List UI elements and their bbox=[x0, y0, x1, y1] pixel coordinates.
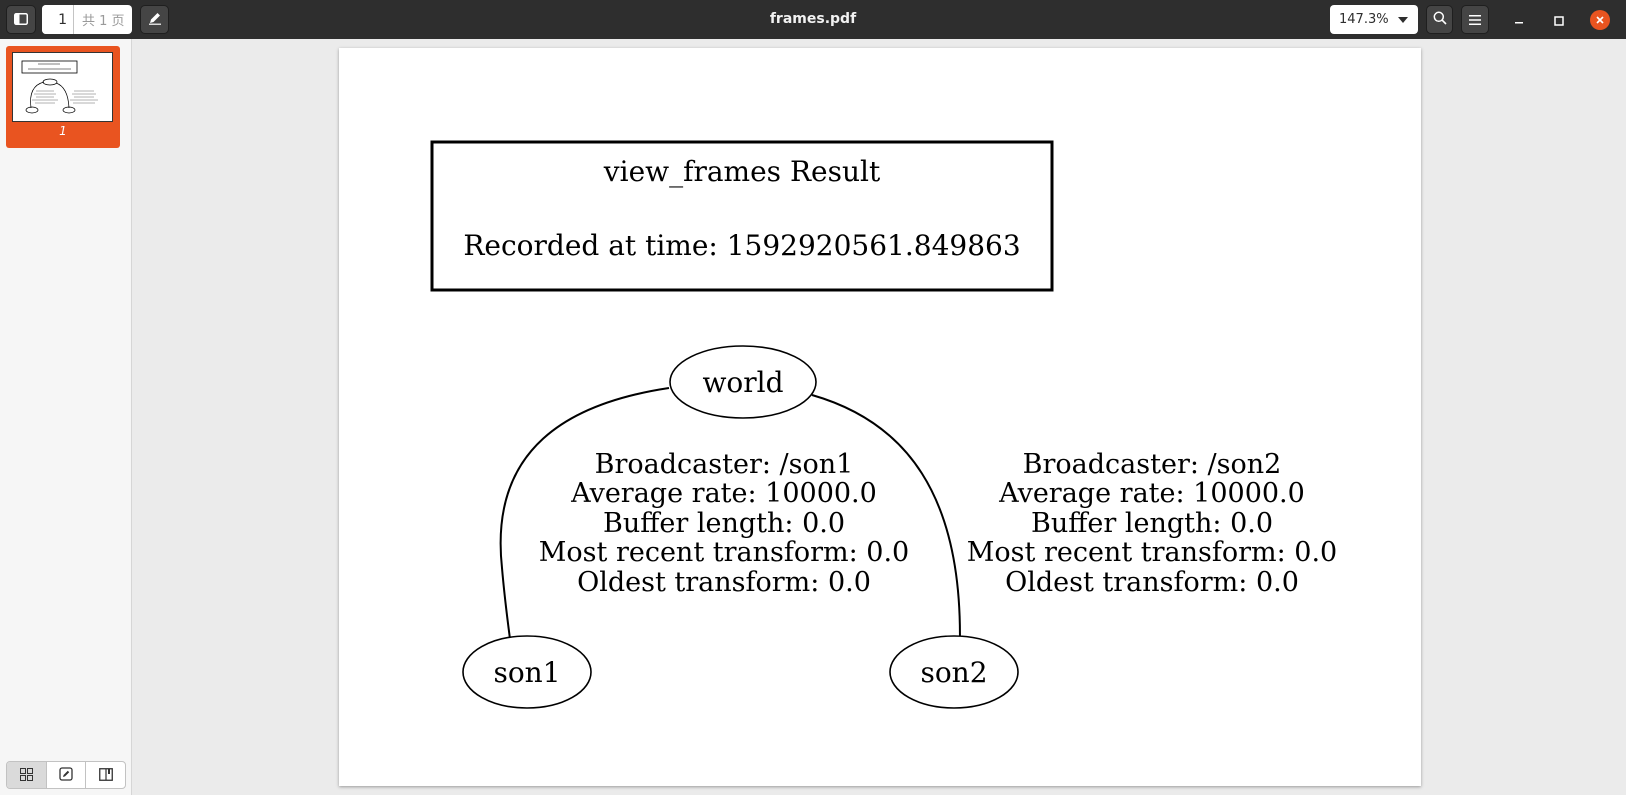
page-selector: 共 1 页 bbox=[42, 5, 132, 34]
minimize-icon bbox=[1514, 11, 1524, 30]
annotate-button[interactable] bbox=[140, 5, 169, 34]
recorded-time: Recorded at time: 1592920561.849863 bbox=[463, 229, 1020, 262]
edge-label-line: Oldest transform: 0.0 bbox=[577, 567, 871, 598]
pdf-page: view_frames Result Recorded at time: 159… bbox=[339, 48, 1421, 786]
edge-son2-label: Broadcaster: /son2 Average rate: 10000.0… bbox=[967, 449, 1337, 598]
search-button[interactable] bbox=[1426, 5, 1453, 34]
header-bar: 共 1 页 frames.pdf 147.3% bbox=[0, 0, 1626, 39]
maximize-button[interactable] bbox=[1545, 6, 1573, 34]
close-icon bbox=[1590, 10, 1610, 30]
search-icon bbox=[1433, 10, 1447, 29]
thumbnail-sidebar: 1 bbox=[0, 39, 132, 795]
note-pencil-icon bbox=[59, 766, 73, 785]
thumbnail-graph-image bbox=[21, 60, 98, 114]
chevron-down-icon bbox=[1398, 16, 1408, 23]
bookmarks-view-button[interactable] bbox=[86, 762, 125, 788]
edge-world-son2 bbox=[811, 394, 966, 670]
edge-label-line: Most recent transform: 0.0 bbox=[539, 537, 909, 568]
maximize-icon bbox=[1554, 11, 1564, 30]
minimize-button[interactable] bbox=[1505, 6, 1533, 34]
edge-label-line: Buffer length: 0.0 bbox=[1031, 508, 1273, 539]
edge-label-line: Average rate: 10000.0 bbox=[570, 478, 877, 509]
annotations-view-button[interactable] bbox=[47, 762, 87, 788]
zoom-selector[interactable]: 147.3% bbox=[1330, 5, 1418, 34]
sidebar-toggle-button[interactable] bbox=[6, 5, 36, 34]
pencil-icon bbox=[148, 10, 162, 29]
hamburger-icon bbox=[1469, 10, 1481, 29]
edge-label-line: Most recent transform: 0.0 bbox=[967, 537, 1337, 568]
page-thumbnail[interactable]: 1 bbox=[6, 46, 120, 148]
edge-label-line: Buffer length: 0.0 bbox=[603, 508, 845, 539]
edge-label-line: Broadcaster: /son1 bbox=[595, 449, 854, 480]
page-number-input[interactable] bbox=[42, 5, 74, 34]
edge-label-line: Oldest transform: 0.0 bbox=[1005, 567, 1299, 598]
edge-label-line: Broadcaster: /son2 bbox=[1023, 449, 1282, 480]
sidebar-view-switcher bbox=[6, 761, 126, 789]
result-header-box bbox=[430, 140, 1054, 292]
node-son2 bbox=[889, 635, 1019, 709]
close-button[interactable] bbox=[1586, 6, 1614, 34]
node-world bbox=[669, 345, 817, 419]
edge-son1-label: Broadcaster: /son1 Average rate: 10000.0… bbox=[539, 449, 909, 598]
result-title: view_frames Result bbox=[603, 155, 881, 188]
zoom-value: 147.3% bbox=[1339, 12, 1389, 27]
edge-world-son1 bbox=[499, 387, 670, 670]
grid-icon bbox=[19, 766, 33, 785]
page-total-label: 共 1 页 bbox=[82, 14, 125, 29]
thumbnail-page-label: 1 bbox=[59, 124, 67, 138]
node-son1-label: son1 bbox=[493, 656, 560, 689]
node-son2-label: son2 bbox=[920, 656, 987, 689]
tf-frames-graph: view_frames Result Recorded at time: 159… bbox=[430, 140, 1337, 709]
sidebar-icon bbox=[14, 10, 28, 29]
edge-label-line: Average rate: 10000.0 bbox=[998, 478, 1305, 509]
thumbnails-view-button[interactable] bbox=[7, 762, 47, 788]
main-menu-button[interactable] bbox=[1461, 5, 1489, 34]
page-thumbnail-preview bbox=[12, 52, 113, 122]
node-world-label: world bbox=[702, 366, 783, 399]
node-son1 bbox=[462, 635, 592, 709]
book-icon bbox=[98, 766, 113, 785]
document-view[interactable]: view_frames Result Recorded at time: 159… bbox=[132, 39, 1626, 795]
